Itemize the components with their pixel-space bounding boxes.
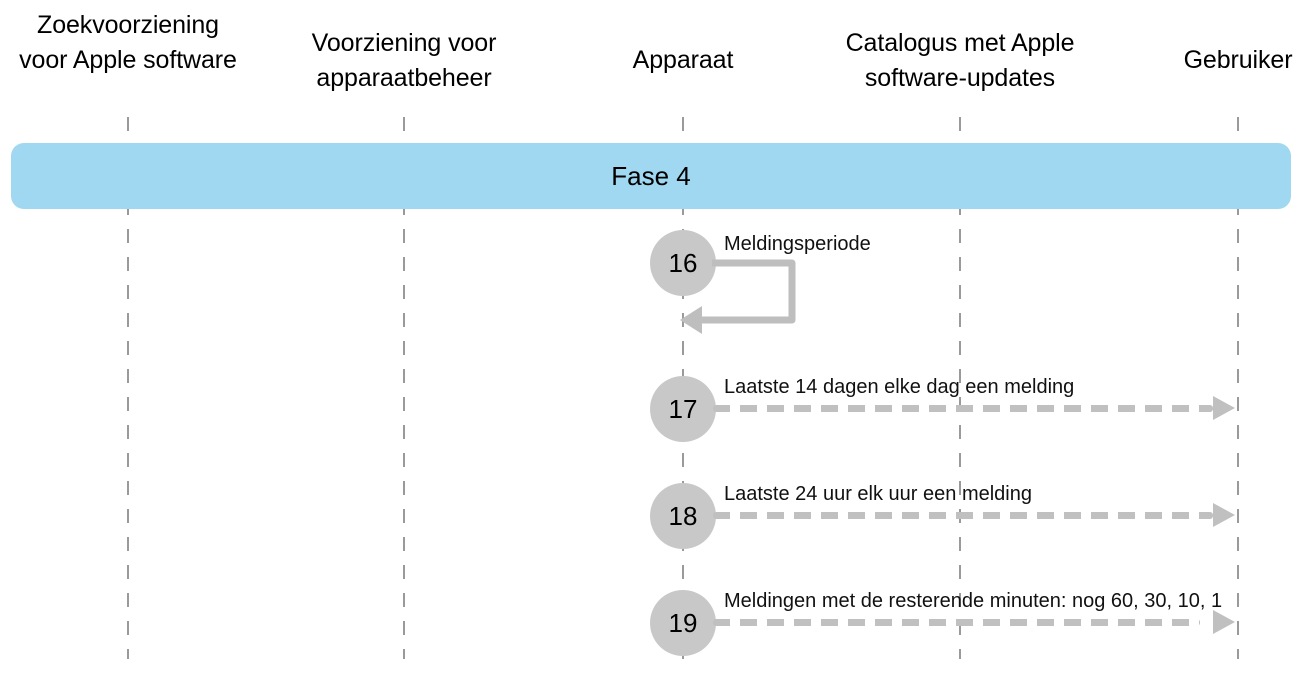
column-header-device-management-service: Voorziening voor apparaatbeheer bbox=[292, 26, 516, 96]
step-label-17: Laatste 14 dagen elke dag een melding bbox=[724, 376, 1075, 398]
message-arrow-19 bbox=[713, 610, 1235, 634]
column-header-user: Gebruiker bbox=[1148, 43, 1303, 78]
step-circle-18: 18 bbox=[650, 483, 716, 549]
step-label-18: Laatste 24 uur elk uur een melding bbox=[724, 483, 1032, 505]
column-header-label: Zoekvoorziening voor Apple software bbox=[19, 11, 237, 74]
column-header-device: Apparaat bbox=[573, 43, 793, 78]
column-header-label: Apparaat bbox=[632, 46, 734, 74]
column-header-software-lookup-service: Zoekvoorziening voor Apple software bbox=[18, 8, 238, 78]
lifeline-software-lookup-service bbox=[127, 117, 129, 659]
self-loop-svg bbox=[680, 259, 796, 334]
column-header-apple-software-update-catalog: Catalogus met Apple software-updates bbox=[825, 26, 1095, 96]
message-arrow-head bbox=[1213, 610, 1235, 634]
message-arrow-dashes bbox=[713, 405, 1213, 412]
step-number: 18 bbox=[668, 500, 698, 531]
lifeline-apple-software-update-catalog bbox=[959, 117, 961, 659]
step-circle-19: 19 bbox=[650, 590, 716, 656]
column-header-label: Gebruiker bbox=[1183, 46, 1293, 74]
step-label-19: Meldingen met de resterende minuten: nog… bbox=[724, 590, 1223, 612]
step-number: 16 bbox=[668, 247, 698, 278]
lifeline-device-management-service bbox=[403, 117, 405, 659]
step-number: 17 bbox=[668, 393, 698, 424]
column-header-label: Catalogus met Apple software-updates bbox=[845, 29, 1075, 92]
step-label-16: Meldingsperiode bbox=[724, 233, 871, 255]
lifeline-user bbox=[1237, 117, 1239, 659]
message-arrow-head bbox=[1213, 396, 1235, 420]
message-arrow-dashes bbox=[713, 512, 1213, 519]
step-circle-16: 16 bbox=[650, 230, 716, 296]
self-loop-arrow-16 bbox=[676, 248, 816, 338]
step-circle-17: 17 bbox=[650, 376, 716, 442]
step-number: 19 bbox=[668, 607, 698, 638]
message-arrow-18 bbox=[713, 503, 1235, 527]
column-header-label: Voorziening voor apparaatbeheer bbox=[311, 29, 497, 92]
message-arrow-17 bbox=[713, 396, 1235, 420]
message-arrow-head bbox=[1213, 503, 1235, 527]
message-arrow-dashes bbox=[713, 619, 1200, 626]
phase-bar-label: Fase 4 bbox=[611, 160, 691, 191]
phase-bar: Fase 4 bbox=[11, 143, 1291, 209]
